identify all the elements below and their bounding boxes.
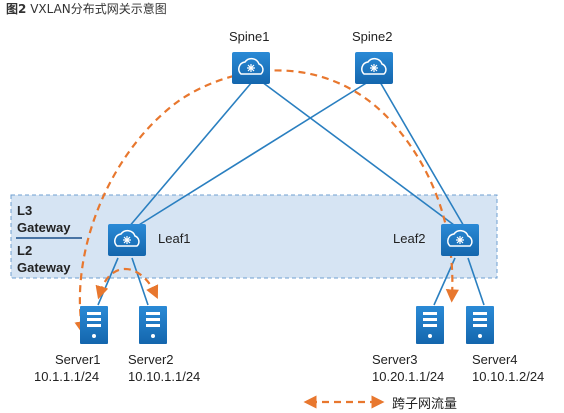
server1-name: Server1 xyxy=(55,352,101,367)
link-spine1-leaf1 xyxy=(127,81,253,229)
link-spine1-leaf2 xyxy=(261,81,459,229)
l2-label: L2 xyxy=(17,243,33,258)
server4-ip: 10.10.1.2/24 xyxy=(472,369,545,384)
server2-name: Server2 xyxy=(128,352,174,367)
server4-name: Server4 xyxy=(472,352,518,367)
leaf1-label: Leaf1 xyxy=(158,231,191,246)
spine2-switch-icon[interactable] xyxy=(355,52,393,84)
legend-label: 跨子网流量 xyxy=(392,397,458,412)
link-spine2-leaf1 xyxy=(133,81,369,229)
link-leaf2-server4 xyxy=(467,257,485,306)
figure-number: 图2 xyxy=(6,2,27,16)
flow-server1-server2-local xyxy=(95,267,159,300)
leaf2-switch-icon[interactable] xyxy=(441,224,479,256)
cross-subnet-flow xyxy=(74,69,459,335)
leaf2-label: Leaf2 xyxy=(393,231,426,246)
l2-gateway-label: Gateway xyxy=(17,260,71,275)
server4-icon[interactable] xyxy=(466,306,494,344)
l3-gateway-label: Gateway xyxy=(17,220,71,235)
l3-label: L3 xyxy=(17,203,33,218)
server2-icon[interactable] xyxy=(139,306,167,344)
server3-icon[interactable] xyxy=(416,306,444,344)
gateway-band xyxy=(10,194,498,279)
leaf1-switch-icon[interactable] xyxy=(108,224,146,256)
links xyxy=(97,81,485,306)
server1-ip: 10.1.1.1/24 xyxy=(34,369,100,384)
figure-caption: 图2 VXLAN分布式网关示意图 xyxy=(6,0,167,17)
spine2-label: Spine2 xyxy=(352,29,393,44)
spine1-switch-icon[interactable] xyxy=(232,52,270,84)
figure-title: VXLAN分布式网关示意图 xyxy=(30,2,167,16)
server3-ip: 10.20.1.1/24 xyxy=(372,369,445,384)
server1-icon[interactable] xyxy=(80,306,108,344)
server3-name: Server3 xyxy=(372,352,418,367)
link-spine2-leaf2 xyxy=(379,81,466,229)
spine1-label: Spine1 xyxy=(229,29,270,44)
server2-ip: 10.10.1.1/24 xyxy=(128,369,201,384)
